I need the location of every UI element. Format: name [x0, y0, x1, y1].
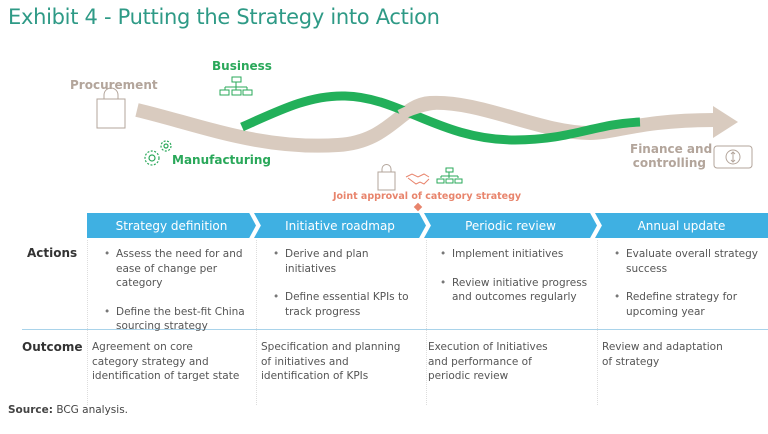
action-item: Evaluate overall strategy success: [614, 247, 764, 276]
org-chart-icon: [219, 76, 253, 96]
actions-strategy-definition: Assess the need for and ease of change p…: [104, 247, 254, 348]
source-label: Source:: [8, 404, 53, 416]
finance-label-line1: Finance and: [630, 142, 713, 156]
action-item: Define the best-fit China sourcing strat…: [104, 305, 254, 334]
business-label: Business: [212, 59, 272, 73]
column-divider: [597, 240, 598, 405]
actions-row-label: Actions: [27, 246, 78, 260]
actions-initiative-roadmap: Derive and plan initiatives Define essen…: [273, 247, 423, 333]
column-divider: [426, 240, 427, 405]
action-item: Assess the need for and ease of change p…: [104, 247, 254, 291]
outcome-periodic-review: Execution of Initiatives and performance…: [428, 341, 548, 382]
money-icon: [713, 145, 753, 169]
row-divider: [22, 329, 768, 330]
source-note: Source: BCG analysis.: [8, 404, 128, 416]
milestone-diamond: [413, 202, 423, 212]
finance-label-line2: controlling: [632, 156, 706, 170]
page-title: Exhibit 4 - Putting the Strategy into Ac…: [8, 5, 440, 29]
outcome-initiative-roadmap: Specification and planning of initiative…: [261, 341, 401, 382]
manufacturing-label: Manufacturing: [172, 153, 271, 167]
outcome-strategy-definition: Agreement on core category strategy and …: [92, 341, 240, 382]
handshake-icon: [405, 173, 430, 185]
actions-annual-update: Evaluate overall strategy success Redefi…: [614, 247, 764, 333]
shopping-bag-icon: [96, 87, 126, 129]
column-divider: [256, 240, 257, 405]
outcome-row-label: Outcome: [22, 340, 83, 354]
phase-annual-update: Annual update: [595, 213, 768, 238]
column-divider: [87, 240, 88, 405]
phase-periodic-review: Periodic review: [424, 213, 597, 238]
gears-icon: [144, 140, 172, 166]
joint-bag-icon: [377, 164, 396, 191]
outcome-annual-update: Review and adaptation of strategy: [602, 341, 723, 368]
procurement-label: Procurement: [70, 78, 158, 92]
actions-periodic-review: Implement initiatives Review initiative …: [440, 247, 590, 319]
joint-org-chart-icon: [436, 167, 463, 184]
finance-label: Finance and controlling: [630, 142, 713, 170]
action-item: Define essential KPIs to track progress: [273, 290, 423, 319]
phase-strategy-definition: Strategy definition: [87, 213, 256, 238]
stream-arrowhead: [713, 106, 738, 138]
action-item: Implement initiatives: [440, 247, 590, 262]
business-stream: [240, 91, 641, 145]
stream-diagram: [96, 76, 753, 212]
action-item: Redefine strategy for upcoming year: [614, 290, 764, 319]
joint-approval-label: Joint approval of category strategy: [333, 191, 522, 202]
phase-initiative-roadmap: Initiative roadmap: [254, 213, 426, 238]
action-item: Derive and plan initiatives: [273, 247, 423, 276]
source-text: BCG analysis.: [52, 404, 128, 416]
action-item: Review initiative progress and outcomes …: [440, 276, 590, 305]
